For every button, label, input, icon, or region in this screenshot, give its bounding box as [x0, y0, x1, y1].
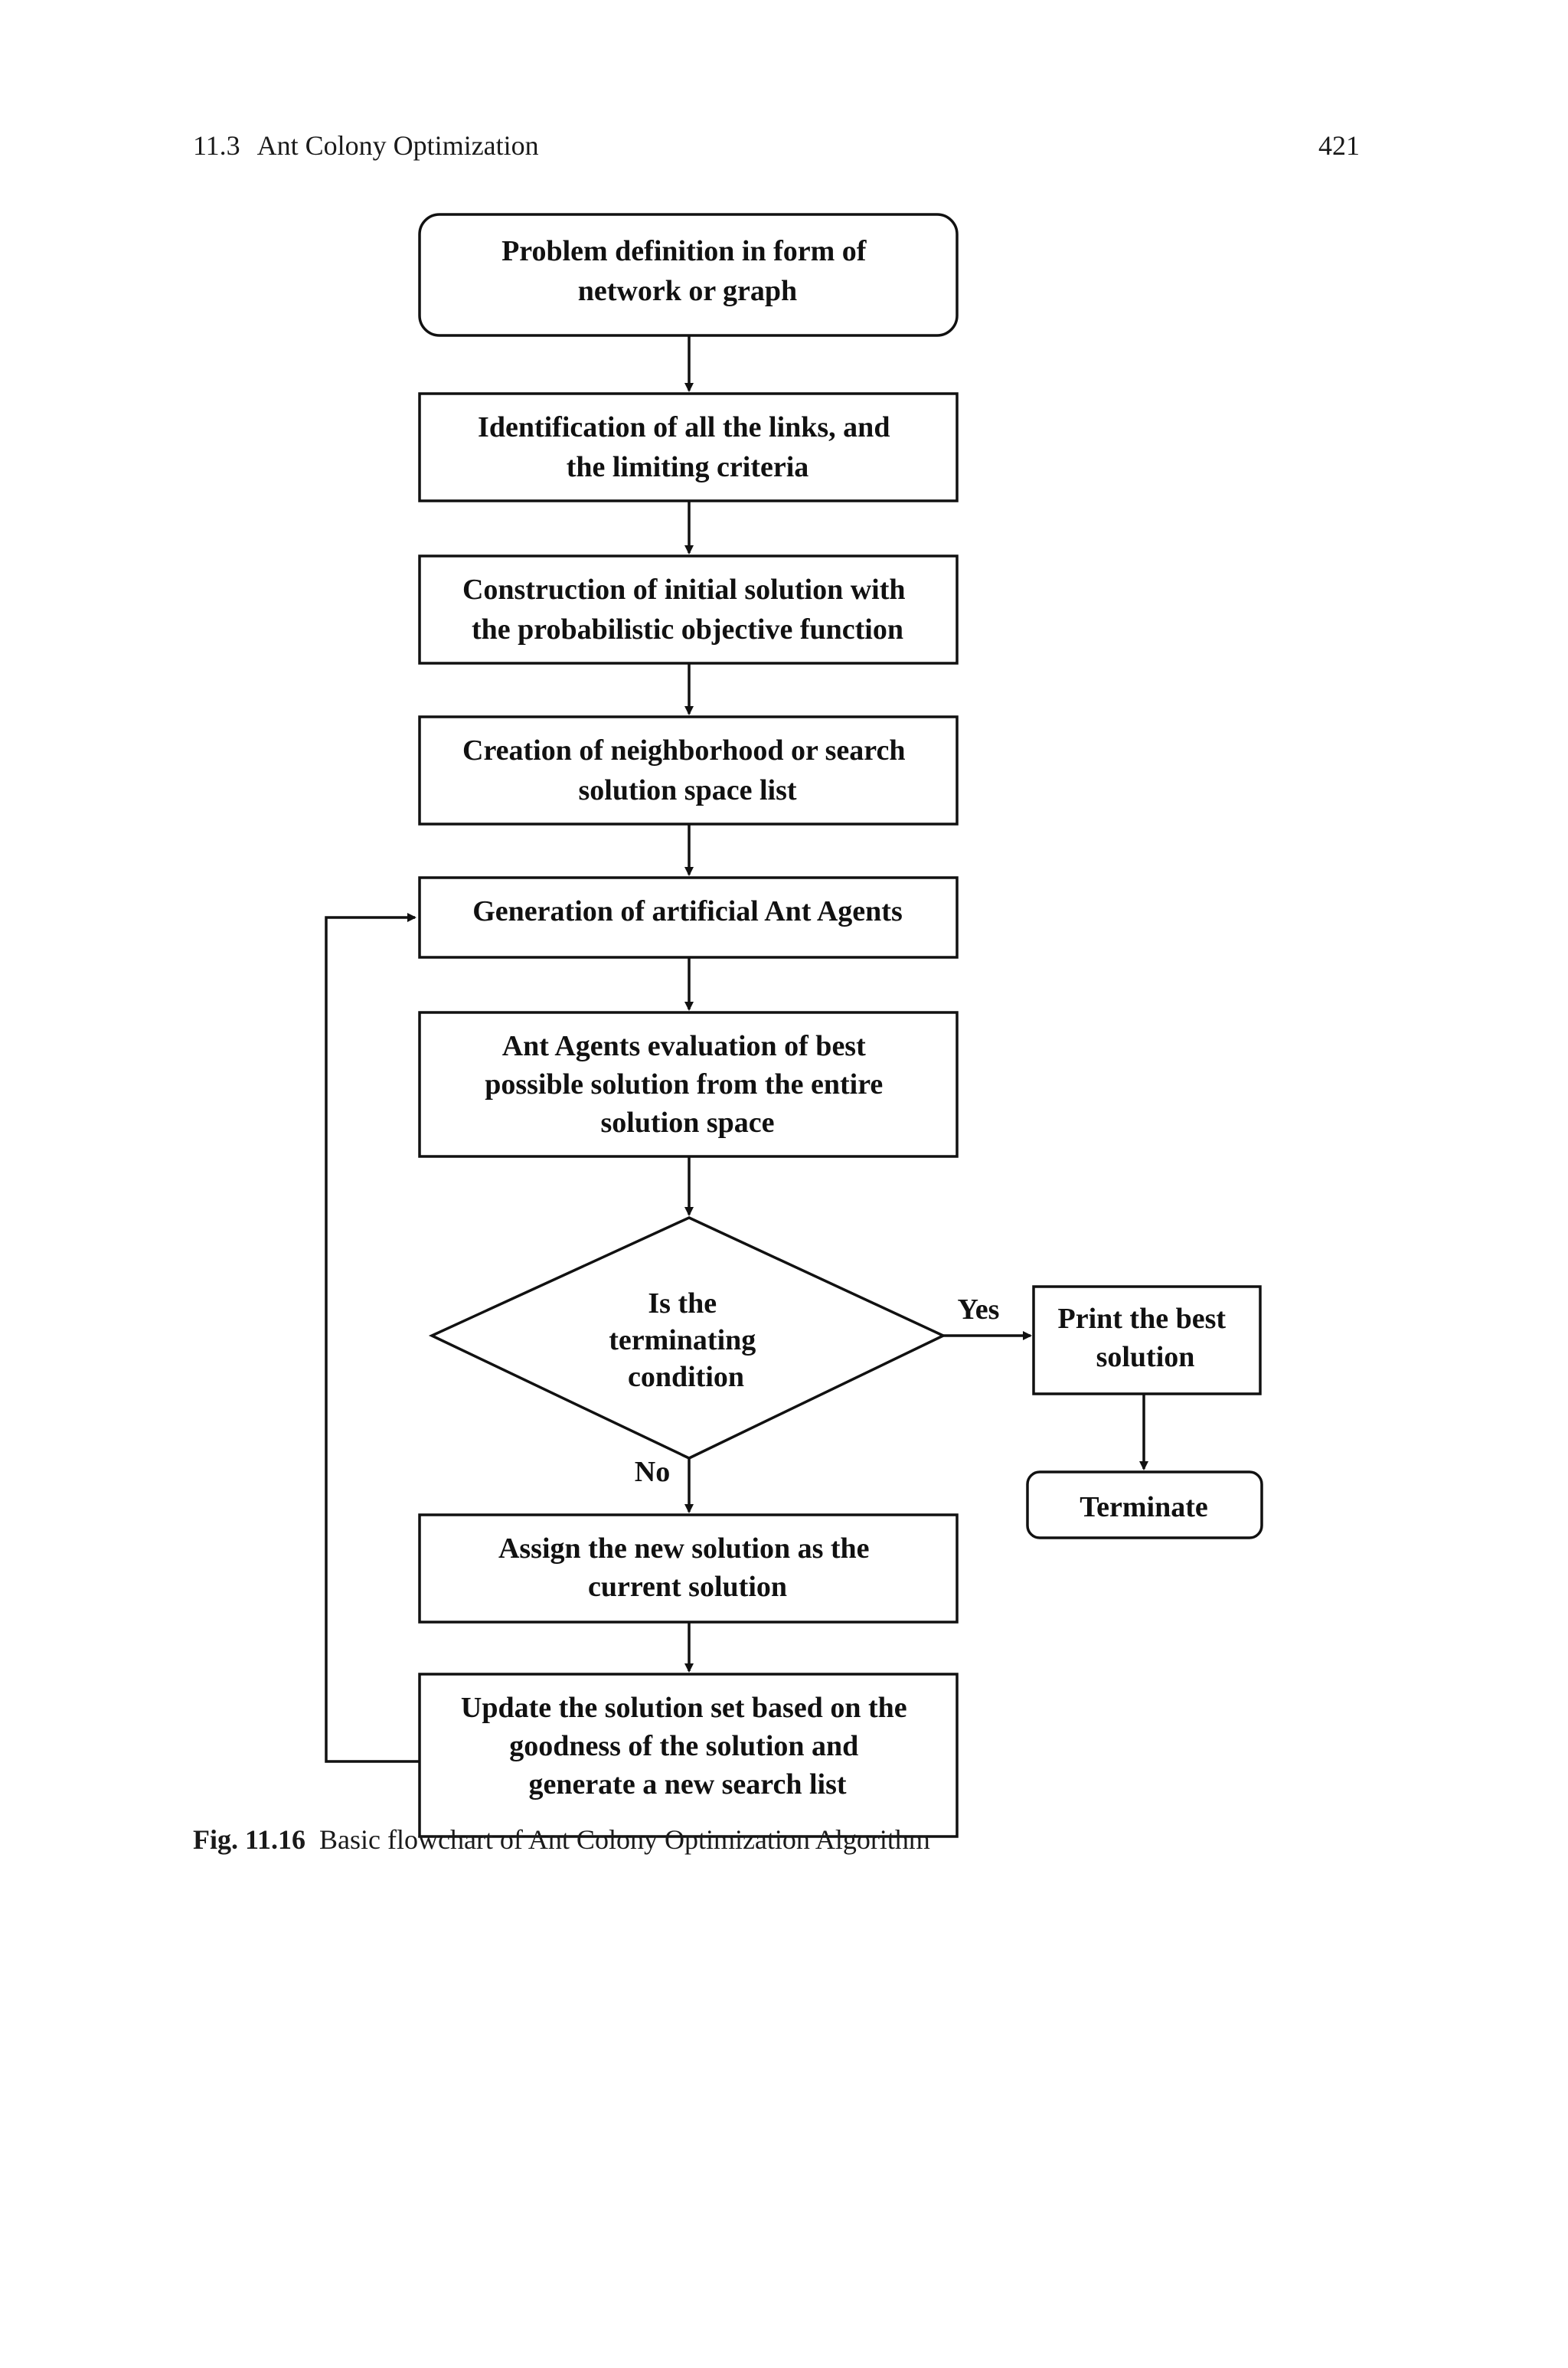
figure-caption: Fig. 11.16 Basic flowchart of Ant Colony… — [193, 1817, 1341, 1863]
label-assign-solution: Assign the new solution as the current s… — [498, 1532, 877, 1603]
section-title: Ant Colony Optimization — [256, 130, 539, 161]
section-number: 11.3 — [193, 130, 240, 161]
label-print-best: Print the best solution — [1057, 1303, 1233, 1373]
running-head-section: 11.3 Ant Colony Optimization — [193, 129, 539, 162]
node-creation-neighborhood — [418, 715, 959, 826]
node-problem-definition — [418, 213, 959, 337]
node-assign-solution — [418, 1513, 959, 1624]
node-terminate — [1026, 1470, 1263, 1539]
caption-label: Fig. 11.16 — [193, 1824, 306, 1855]
feedback-loop-update-to-generation — [325, 913, 420, 1763]
caption-text: Basic flowchart of Ant Colony Optimizati… — [319, 1824, 930, 1855]
running-head: 11.3 Ant Colony Optimization 421 — [193, 123, 1360, 168]
page-number: 421 — [1318, 130, 1360, 161]
node-agents-evaluation — [418, 1011, 959, 1158]
node-generation-agents — [418, 876, 959, 959]
node-identification-links — [418, 392, 959, 502]
node-print-best — [1032, 1285, 1262, 1395]
label-terminate: Terminate — [1080, 1491, 1207, 1523]
node-terminating-condition — [428, 1216, 947, 1460]
label-generation-agents: Generation of artificial Ant Agents — [472, 895, 902, 927]
label-update-solution: Update the solution set based on the goo… — [461, 1692, 914, 1801]
label-terminating-condition: Is the terminating condition — [609, 1287, 763, 1393]
label-identification-links: Identification of all the links, and the… — [478, 411, 897, 483]
label-problem-definition: Problem definition in form of network or… — [501, 235, 874, 307]
edge-label-yes: Yes — [958, 1294, 1000, 1326]
edge-label-no: No — [635, 1456, 670, 1488]
label-creation-neighborhood: Creation of neighborhood or search solut… — [462, 734, 913, 806]
node-update-solution — [418, 1673, 959, 1838]
label-construction-initial: Construction of initial solution with th… — [462, 574, 913, 646]
label-agents-evaluation: Ant Agents evaluation of best possible s… — [485, 1030, 890, 1139]
connectors — [325, 335, 1148, 1763]
node-construction-initial — [418, 554, 959, 665]
